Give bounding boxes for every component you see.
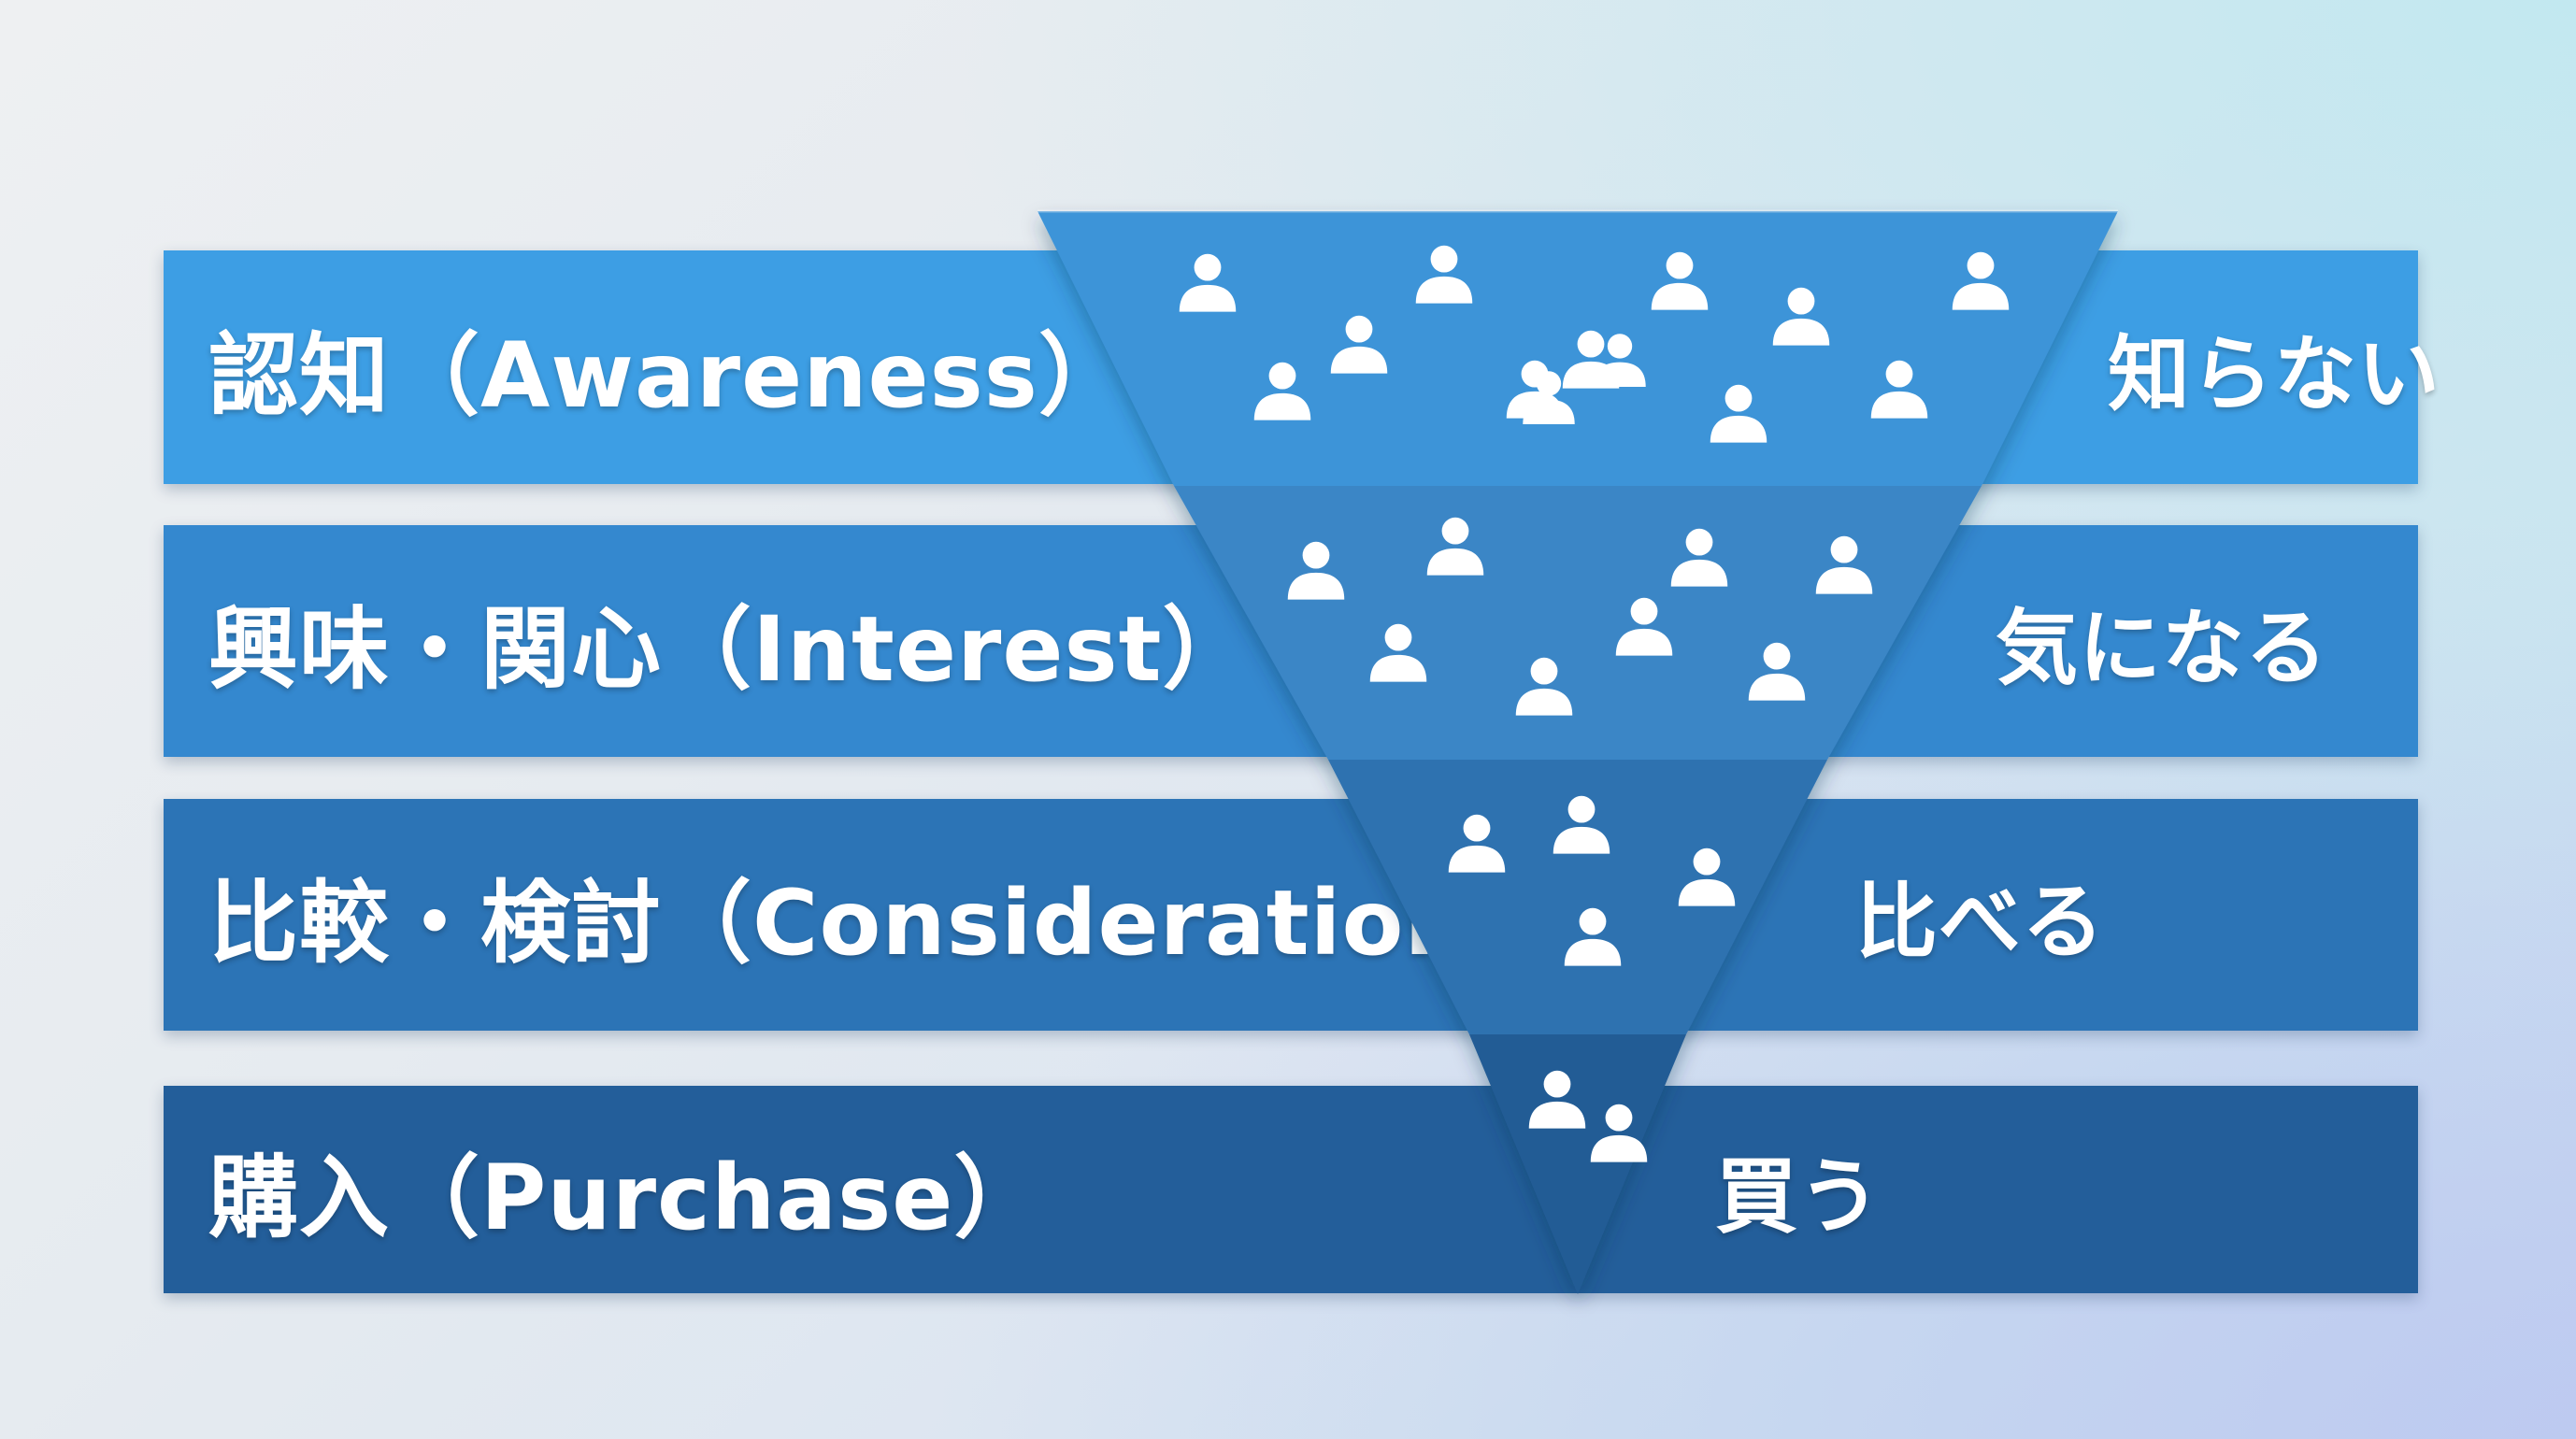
funnel-segment-purchase bbox=[1469, 1034, 1686, 1294]
stage-label-interest: 興味・関心（Interest） bbox=[208, 596, 1253, 702]
stage-label-consideration: 比較・検討（Consideration） bbox=[208, 870, 1560, 976]
state-label-interest: 気になる bbox=[1996, 599, 2329, 696]
state-label-purchase: 買う bbox=[1715, 1147, 1882, 1245]
funnel-segment-consideration bbox=[1328, 760, 1827, 1034]
state-label-awareness: 知らない bbox=[2108, 325, 2441, 422]
funnel-segment-awareness bbox=[1038, 211, 2118, 486]
stage-label-purchase: 購入（Purchase） bbox=[208, 1145, 1045, 1250]
funnel-segment-interest bbox=[1174, 486, 1982, 760]
band-purchase: 購入（Purchase） 買う bbox=[164, 1086, 2418, 1293]
stage-label-awareness: 認知（Awareness） bbox=[208, 322, 1129, 428]
state-label-consideration: 比べる bbox=[1855, 873, 2106, 970]
band-consideration: 比較・検討（Consideration） 比べる bbox=[164, 799, 2418, 1031]
